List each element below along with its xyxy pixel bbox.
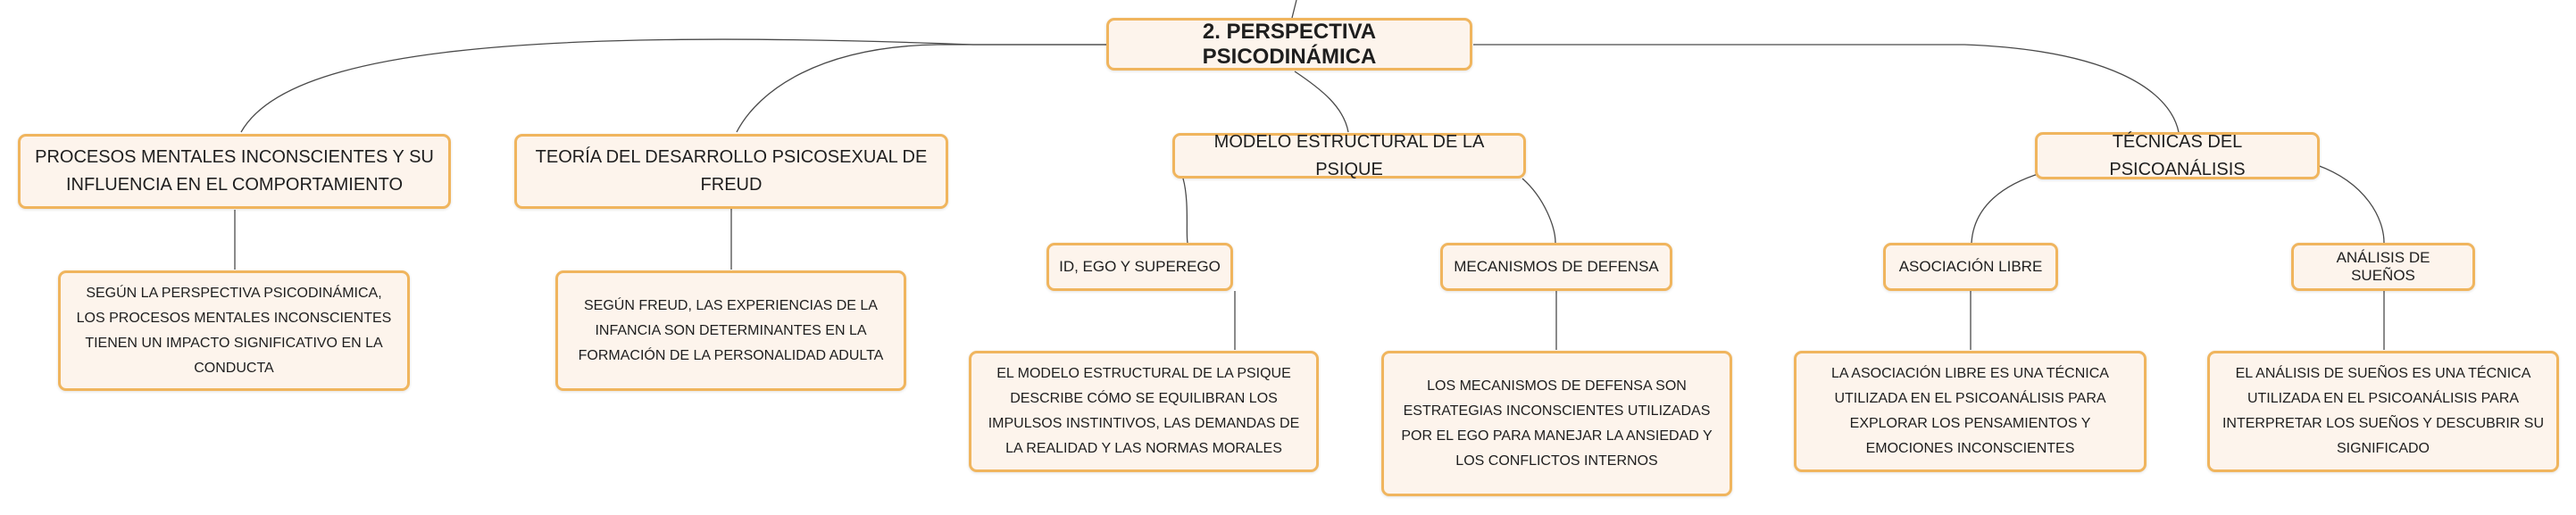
- connector-to-parent-topic: [1291, 0, 1297, 19]
- connector-central-to-branch-1: [240, 38, 1107, 133]
- connector-branch-4-to-sub-2: [2316, 164, 2385, 244]
- connector-central-to-branch-3: [1294, 71, 1349, 133]
- branch-label: TÉCNICAS DEL PSICOANÁLISIS: [2109, 131, 2246, 179]
- branch-label: TEORÍA DEL DESARROLLO PSICOSEXUAL DE FRE…: [535, 147, 928, 195]
- connector-branch-3-to-sub-1: [1182, 178, 1188, 244]
- central-topic-node[interactable]: 2. PERSPECTIVA PSICODINÁMICA: [1106, 18, 1472, 71]
- subtopic-node-defense-mechanisms[interactable]: MECANISMOS DE DEFENSA: [1440, 243, 1672, 291]
- subtopic-node-free-association[interactable]: ASOCIACIÓN LIBRE: [1883, 243, 2058, 291]
- connector-central-to-branch-4: [1473, 44, 2180, 133]
- leaf-description: LOS MECANISMOS DE DEFENSA SON ESTRATEGIA…: [1401, 378, 1713, 469]
- branch-node-psychoanalysis-techniques[interactable]: TÉCNICAS DEL PSICOANÁLISIS: [2035, 132, 2320, 179]
- branch-label: PROCESOS MENTALES INCONSCIENTES Y SU INF…: [35, 147, 434, 195]
- branch-node-psychosexual-development[interactable]: TEORÍA DEL DESARROLLO PSICOSEXUAL DE FRE…: [514, 134, 948, 209]
- subtopic-node-id-ego-superego[interactable]: ID, EGO Y SUPEREGO: [1046, 243, 1233, 291]
- leaf-node-psychosexual-development[interactable]: SEGÚN FREUD, LAS EXPERIENCIAS DE LA INFA…: [555, 270, 906, 391]
- leaf-description: LA ASOCIACIÓN LIBRE ES UNA TÉCNICA UTILI…: [1831, 366, 2109, 456]
- subtopic-label: ID, EGO Y SUPEREGO: [1059, 258, 1221, 275]
- branch-node-unconscious-processes[interactable]: PROCESOS MENTALES INCONSCIENTES Y SU INF…: [18, 134, 451, 209]
- leaf-node-unconscious-processes[interactable]: SEGÚN LA PERSPECTIVA PSICODINÁMICA, LOS …: [58, 270, 410, 391]
- leaf-description: SEGÚN FREUD, LAS EXPERIENCIAS DE LA INFA…: [578, 297, 884, 363]
- subtopic-node-dream-analysis[interactable]: ANÁLISIS DE SUEÑOS: [2291, 243, 2475, 291]
- subtopic-label: ASOCIACIÓN LIBRE: [1898, 258, 2043, 275]
- connector-central-to-branch-2: [736, 44, 1107, 133]
- connector-branch-3-to-sub-2: [1521, 178, 1556, 244]
- leaf-node-free-association[interactable]: LA ASOCIACIÓN LIBRE ES UNA TÉCNICA UTILI…: [1794, 351, 2147, 472]
- leaf-description: SEGÚN LA PERSPECTIVA PSICODINÁMICA, LOS …: [76, 285, 392, 376]
- leaf-description: EL ANÁLISIS DE SUEÑOS ES UNA TÉCNICA UTI…: [2222, 366, 2545, 456]
- leaf-node-id-ego-superego[interactable]: EL MODELO ESTRUCTURAL DE LA PSIQUE DESCR…: [969, 351, 1319, 472]
- subtopic-label: MECANISMOS DE DEFENSA: [1454, 258, 1659, 275]
- central-topic-label: 2. PERSPECTIVA PSICODINÁMICA: [1202, 19, 1377, 69]
- branch-label: MODELO ESTRUCTURAL DE LA PSIQUE: [1213, 131, 1485, 179]
- leaf-description: EL MODELO ESTRUCTURAL DE LA PSIQUE DESCR…: [988, 366, 1300, 456]
- leaf-node-dream-analysis[interactable]: EL ANÁLISIS DE SUEÑOS ES UNA TÉCNICA UTI…: [2207, 351, 2559, 472]
- subtopic-label: ANÁLISIS DE SUEÑOS: [2336, 249, 2430, 284]
- branch-node-structural-model[interactable]: MODELO ESTRUCTURAL DE LA PSIQUE: [1172, 132, 1526, 179]
- leaf-node-defense-mechanisms[interactable]: LOS MECANISMOS DE DEFENSA SON ESTRATEGIA…: [1381, 351, 1732, 496]
